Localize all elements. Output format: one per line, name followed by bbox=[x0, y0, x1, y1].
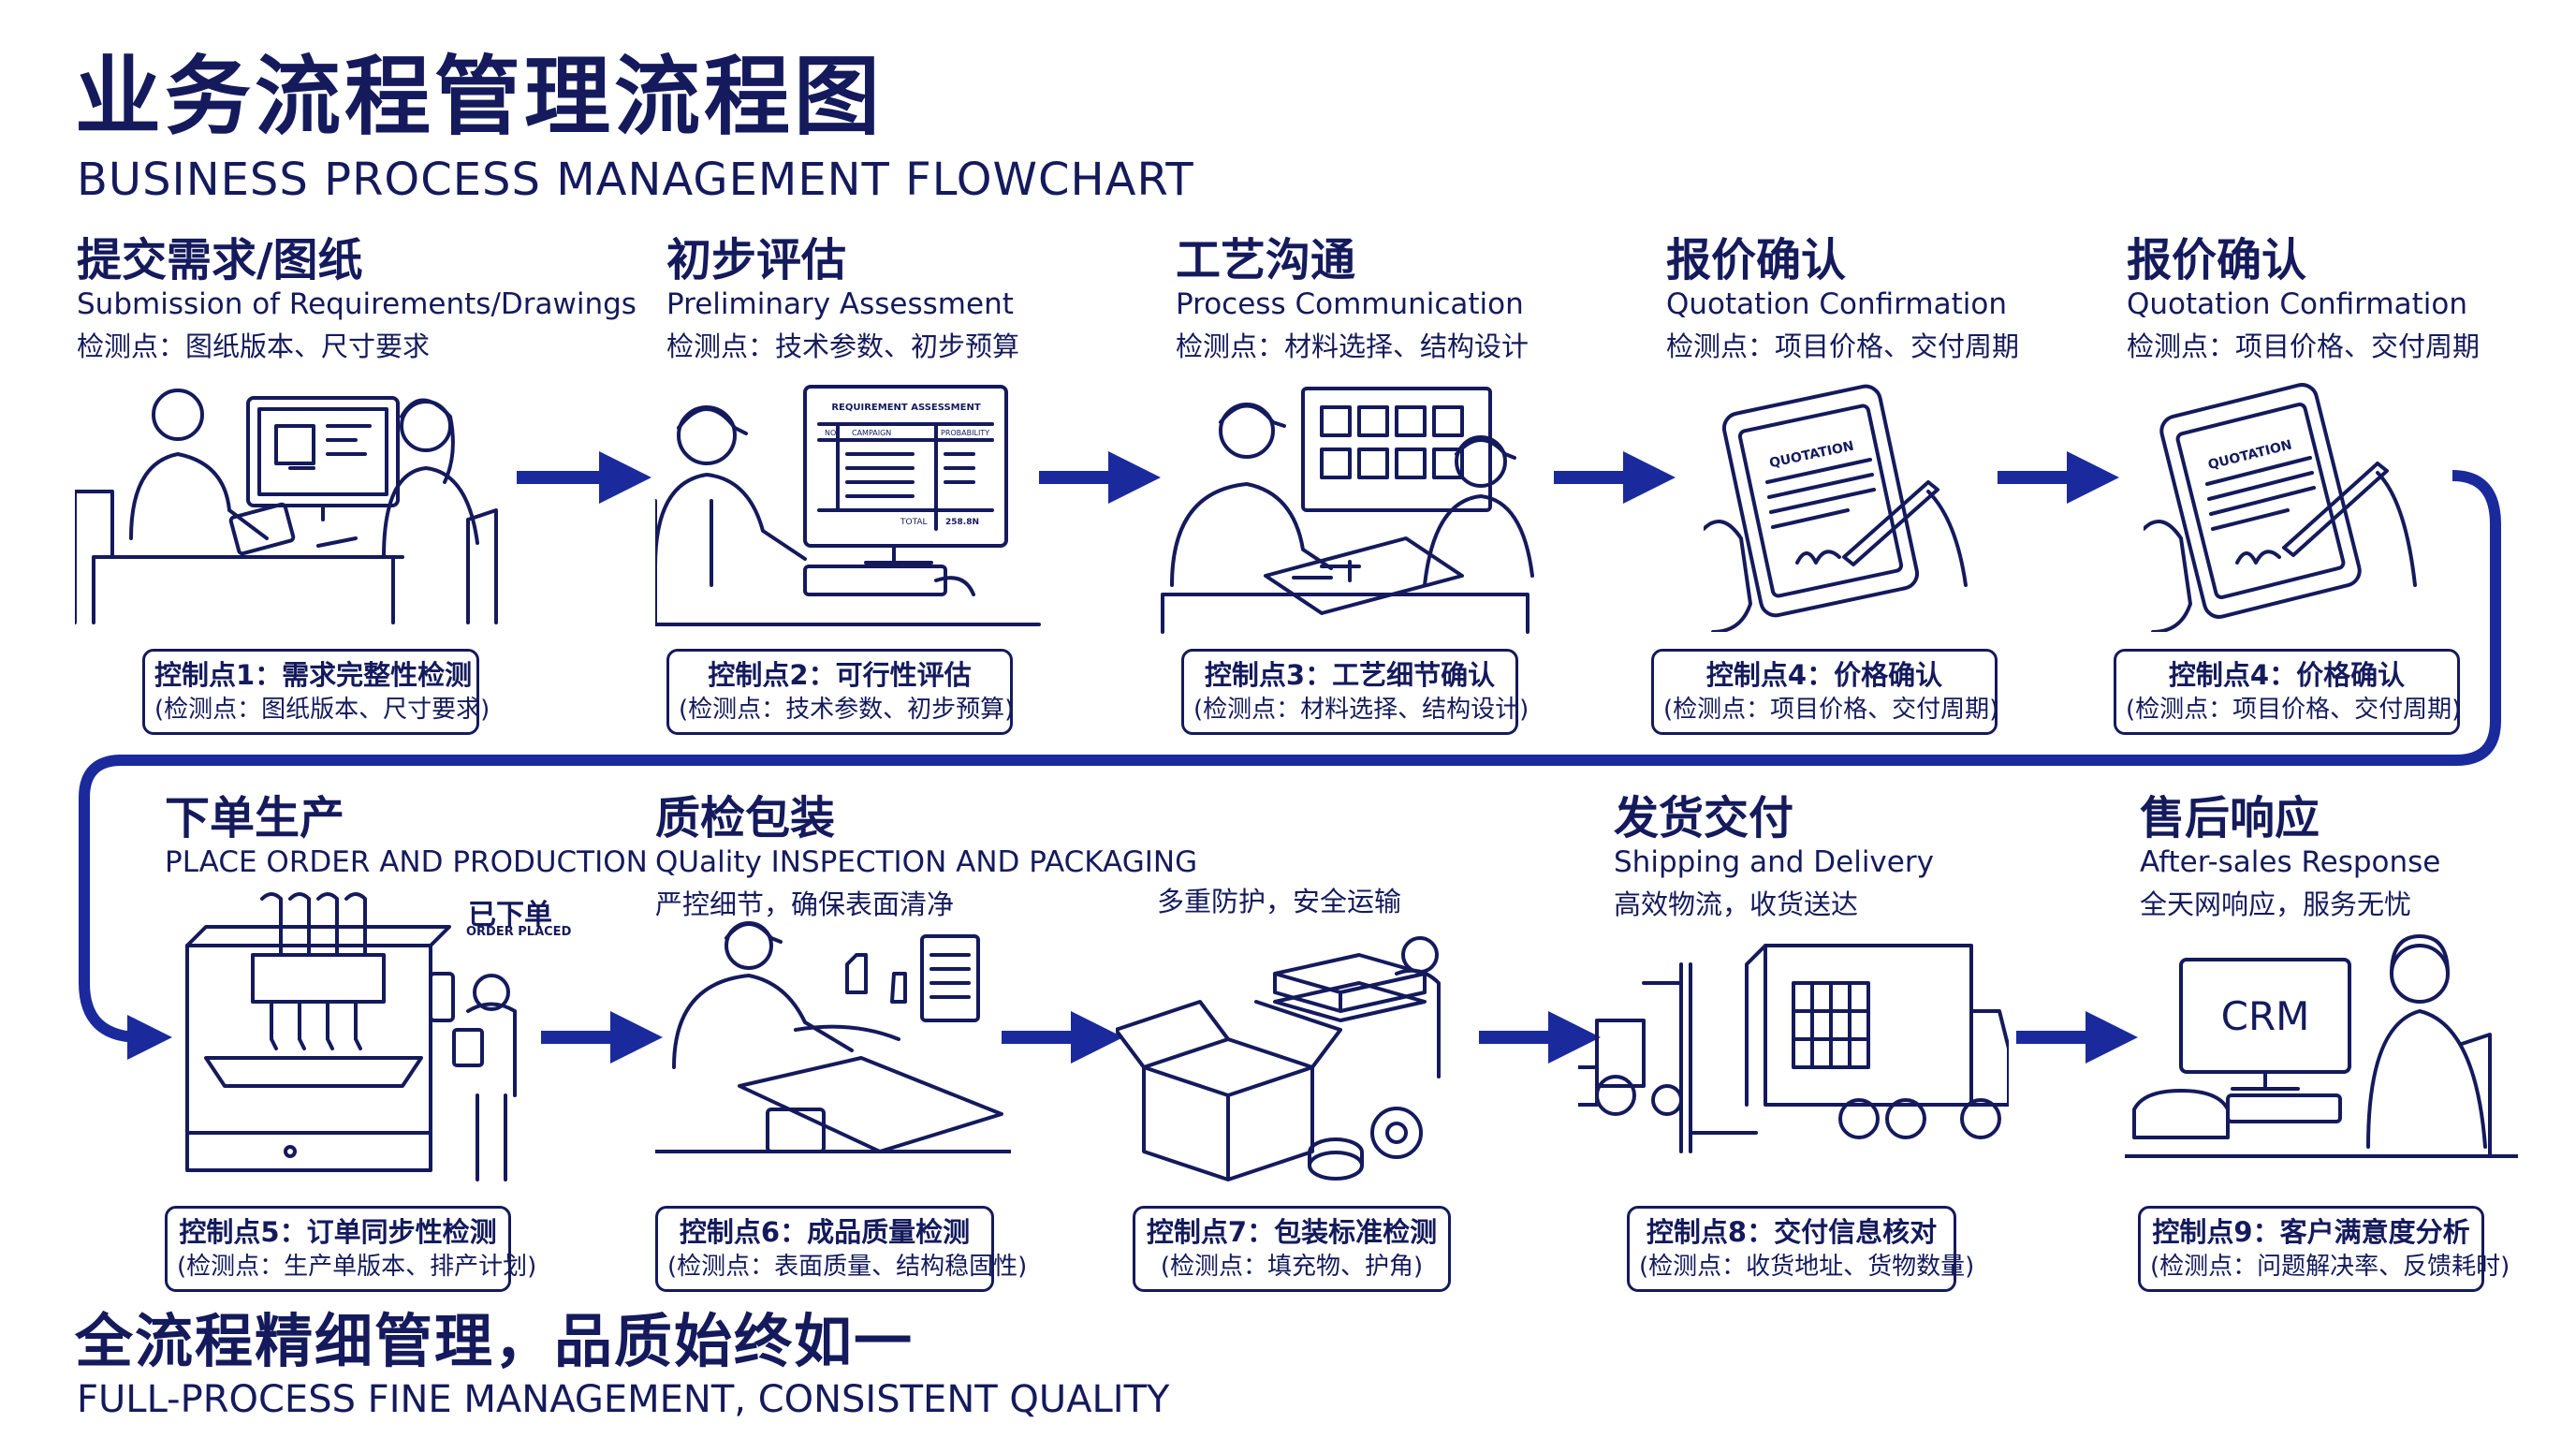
control-point-4a: 控制点4：价格确认 (检测点：项目价格、交付周期) bbox=[1651, 649, 1998, 736]
step-7-title-en: QUality INSPECTION AND PACKAGING bbox=[655, 844, 1198, 879]
control-point-1: 控制点1：需求完整性检测 (检测点：图纸版本、尺寸要求) bbox=[142, 649, 490, 736]
illustration-boxes bbox=[1116, 936, 1441, 1181]
step-1-title-en: Submission of Requirements/Drawings bbox=[77, 286, 637, 321]
control-point-5: 控制点5：订单同步性检测 (检测点：生产单版本、排产计划) bbox=[165, 1206, 536, 1293]
step-5-title-cn: 报价确认 bbox=[2127, 234, 2307, 286]
control-point-2: 控制点2：可行性评估 (检测点：技术参数、初步预算) bbox=[666, 649, 1014, 736]
step-4-title-en: Quotation Confirmation bbox=[1666, 286, 2007, 321]
svg-text:NO: NO bbox=[825, 429, 836, 437]
svg-text:258.8N: 258.8N bbox=[945, 518, 979, 527]
quotation-label-2: QUOTATION bbox=[2206, 437, 2293, 473]
step-7-inspection: 质检包装 QUality INSPECTION AND PACKAGING 严控… bbox=[655, 792, 1198, 926]
svg-text:CAMPAIGN: CAMPAIGN bbox=[852, 429, 891, 437]
step-8-note: 多重防护，安全运输 bbox=[1157, 886, 1402, 917]
step-6-production: 下单生产 PLACE ORDER AND PRODUCTION bbox=[165, 794, 651, 883]
order-placed-en: ORDER PLACED bbox=[466, 925, 572, 939]
step-6-title-cn: 下单生产 bbox=[165, 792, 345, 844]
step-3-note: 检测点：材料选择、结构设计 bbox=[1176, 330, 1530, 362]
step-4-title-cn: 报价确认 bbox=[1666, 234, 1847, 286]
step-10-title-cn: 售后响应 bbox=[2140, 792, 2320, 844]
footer-slogan-cn: 全流程精细管理，品质始终如一 bbox=[75, 1307, 915, 1375]
svg-text:PROBABILITY: PROBABILITY bbox=[941, 429, 989, 437]
illustration-discussion bbox=[1161, 387, 1534, 634]
illustration-crm-support: CRM bbox=[2125, 934, 2518, 1158]
illustration-truck bbox=[1578, 944, 2009, 1153]
step-1-submission: 提交需求/图纸 Submission of Requirements/Drawi… bbox=[77, 234, 637, 368]
step-9-shipping: 发货交付 Shipping and Delivery 高效物流，收货送达 bbox=[1614, 794, 2100, 926]
step-1-note: 检测点：图纸版本、尺寸要求 bbox=[77, 330, 431, 362]
illustration-assessment: REQUIREMENT ASSESSMENT NO CAMPAIGN PROBA… bbox=[655, 385, 1041, 626]
step-10-note: 全天网响应，服务无忧 bbox=[2140, 888, 2412, 920]
step-5-title-en: Quotation Confirmation bbox=[2127, 286, 2467, 321]
page-title: 业务流程管理流程图 bbox=[75, 47, 885, 147]
control-point-6: 控制点6：成品质量检测 (检测点：表面质量、结构稳固性) bbox=[655, 1206, 1027, 1293]
step-7-title-cn: 质检包装 bbox=[655, 792, 836, 844]
step-9-note: 高效物流，收货送达 bbox=[1614, 888, 1859, 920]
control-point-3: 控制点3：工艺细节确认 (检测点：材料选择、结构设计) bbox=[1181, 649, 1529, 736]
step-5-quotation: 报价确认 Quotation Confirmation 检测点：项目价格、交付周… bbox=[2127, 236, 2576, 368]
step-2-note: 检测点：技术参数、初步预算 bbox=[666, 330, 1020, 362]
step-10-after-sales: 售后响应 After-sales Response 全天网响应，服务无忧 bbox=[2140, 794, 2576, 926]
illustration-quotation-2: QUOTATION bbox=[2144, 383, 2417, 632]
step-8-packaging: 多重防护，安全运输 bbox=[1157, 880, 1644, 923]
step-9-title-en: Shipping and Delivery bbox=[1614, 844, 1934, 879]
step-4-note: 检测点：项目价格、交付周期 bbox=[1666, 330, 2020, 362]
step-5-note: 检测点：项目价格、交付周期 bbox=[2127, 330, 2481, 362]
illustration-cnc-machine bbox=[185, 892, 517, 1181]
step-3-title-en: Process Communication bbox=[1176, 286, 1524, 321]
svg-text:TOTAL: TOTAL bbox=[900, 518, 928, 527]
illustration-quotation-1: QUOTATION bbox=[1704, 384, 1968, 632]
step-3-title-cn: 工艺沟通 bbox=[1176, 234, 1356, 286]
crm-label: CRM bbox=[2221, 993, 2310, 1039]
step-10-title-en: After-sales Response bbox=[2140, 844, 2441, 879]
step-6-title-en: PLACE ORDER AND PRODUCTION bbox=[165, 844, 648, 879]
step-2-assessment: 初步评估 Preliminary Assessment 检测点：技术参数、初步预… bbox=[666, 236, 1153, 368]
control-point-7: 控制点7：包装标准检测 (检测点：填充物、护角) bbox=[1133, 1206, 1451, 1293]
step-2-title-cn: 初步评估 bbox=[666, 234, 847, 286]
page-subtitle: BUSINESS PROCESS MANAGEMENT FLOWCHART bbox=[77, 154, 1194, 206]
control-point-9: 控制点9：客户满意度分析 (检测点：问题解决率、反馈耗时) bbox=[2138, 1206, 2510, 1293]
step-7-note: 严控细节，确保表面清净 bbox=[655, 888, 955, 920]
step-9-title-cn: 发货交付 bbox=[1614, 792, 1794, 844]
assessment-screen-title: REQUIREMENT ASSESSMENT bbox=[831, 403, 980, 413]
step-1-title-cn: 提交需求/图纸 bbox=[77, 234, 363, 286]
illustration-inspection bbox=[655, 921, 1011, 1153]
step-3-communication: 工艺沟通 Process Communication 检测点：材料选择、结构设计 bbox=[1176, 236, 1662, 368]
footer-slogan-en: FULL-PROCESS FINE MANAGEMENT, CONSISTENT… bbox=[77, 1378, 1170, 1421]
step-4-quotation: 报价确认 Quotation Confirmation 检测点：项目价格、交付周… bbox=[1666, 236, 2153, 368]
illustration-meeting bbox=[75, 389, 498, 624]
order-placed-cn: 已下单 bbox=[468, 899, 552, 932]
control-point-8: 控制点8：交付信息核对 (检测点：收货地址、货物数量) bbox=[1627, 1206, 1974, 1293]
control-point-4b: 控制点4：价格确认 (检测点：项目价格、交付周期) bbox=[2114, 649, 2461, 736]
step-2-title-en: Preliminary Assessment bbox=[666, 286, 1014, 321]
loop-connector bbox=[79, 470, 2501, 1060]
